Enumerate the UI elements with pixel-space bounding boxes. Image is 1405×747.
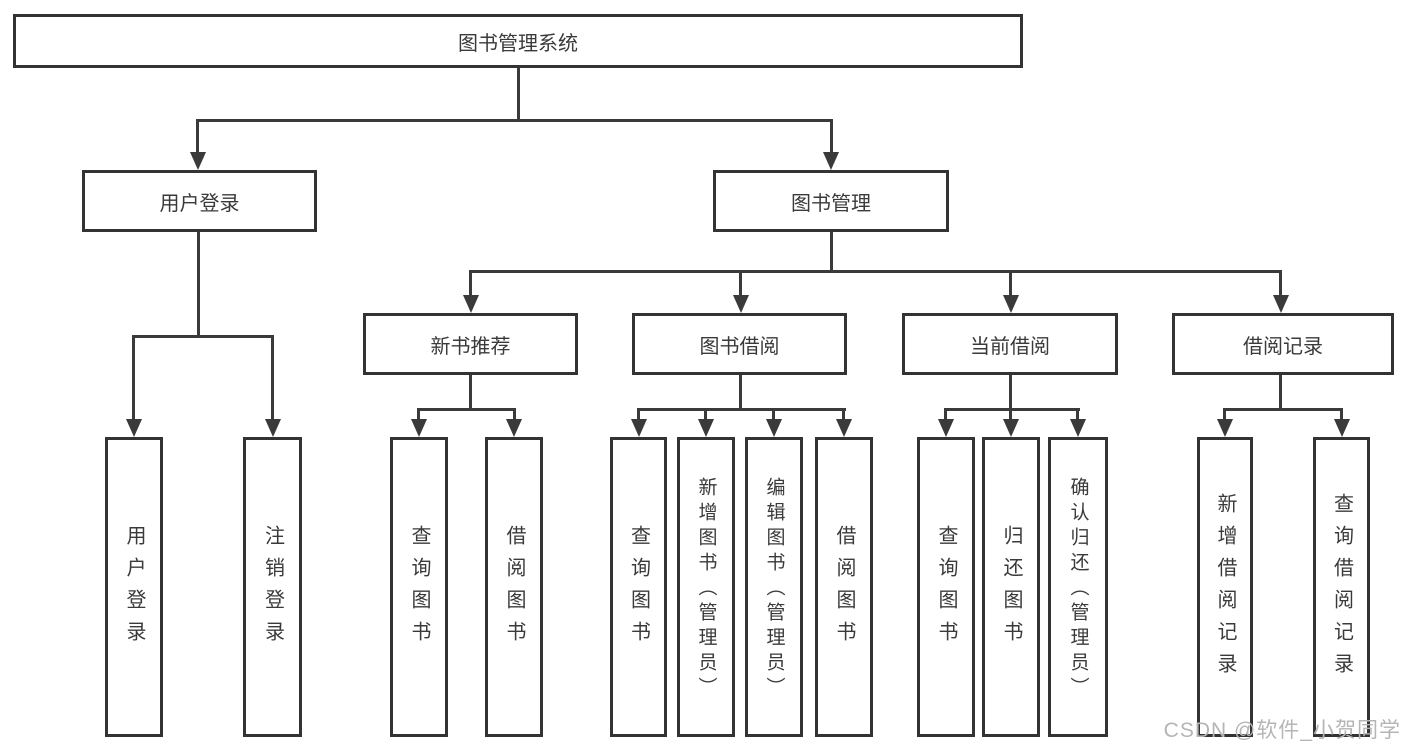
connector-line (132, 335, 135, 419)
leaf-bb-edit-books-admin-label: 编辑图书（管理员） (763, 476, 785, 702)
connector-book-borrow-stem (739, 375, 742, 411)
leaf-logout: 注销登录 (243, 437, 302, 737)
arrow-down-icon (1003, 419, 1019, 437)
arrow-down-icon (1334, 419, 1350, 437)
connector-line (1340, 408, 1343, 419)
leaf-bb-query-books: 查询图书 (610, 437, 667, 737)
leaf-cb-query-books: 查询图书 (917, 437, 975, 737)
node-current-borrow-label: 当前借阅 (970, 335, 1050, 358)
connector-line (772, 408, 775, 419)
node-current-borrow: 当前借阅 (902, 313, 1118, 375)
node-borrow-records-label: 借阅记录 (1243, 335, 1323, 358)
node-book-management-label: 图书管理 (791, 192, 871, 215)
connector-root-bar (196, 119, 833, 122)
connector-borrow-records-bar (1223, 408, 1343, 411)
arrow-down-icon (190, 152, 206, 170)
leaf-bb-query-books-label: 查询图书 (627, 525, 650, 653)
connector-book-management-bar (469, 270, 1282, 273)
node-book-borrow-label: 图书借阅 (699, 335, 780, 358)
leaf-nb-query-books: 查询图书 (390, 437, 448, 737)
connector-book-management-stem (830, 232, 833, 273)
leaf-bb-add-books-admin: 新增图书（管理员） (677, 437, 735, 737)
connector-current-borrow-stem (1009, 375, 1012, 411)
connector-line (1009, 270, 1012, 295)
connector-line (271, 335, 274, 419)
leaf-cb-query-books-label: 查询图书 (935, 525, 957, 653)
arrow-down-icon (733, 295, 749, 313)
leaf-user-login: 用户登录 (105, 437, 163, 737)
node-book-management: 图书管理 (713, 170, 949, 232)
arrow-down-icon (631, 419, 647, 437)
connector-line (1009, 408, 1012, 419)
connector-line (704, 408, 707, 419)
arrow-down-icon (411, 419, 427, 437)
arrow-down-icon (766, 419, 782, 437)
leaf-bb-edit-books-admin: 编辑图书（管理员） (745, 437, 803, 737)
arrow-down-icon (1217, 419, 1233, 437)
arrow-down-icon (836, 419, 852, 437)
leaf-br-add-record-label: 新增借阅记录 (1214, 493, 1236, 685)
connector-line (842, 408, 845, 419)
leaf-logout-label: 注销登录 (261, 525, 284, 653)
leaf-bb-borrow-books-label: 借阅图书 (833, 525, 855, 653)
arrow-down-icon (463, 295, 479, 313)
connector-line (513, 408, 516, 419)
connector-to-book-management (830, 119, 833, 152)
connector-new-book-bar (417, 408, 516, 411)
leaf-user-login-label: 用户登录 (123, 525, 145, 653)
arrow-down-icon (823, 152, 839, 170)
arrow-down-icon (1273, 295, 1289, 313)
node-root-label: 图书管理系统 (458, 32, 578, 55)
leaf-nb-query-books-label: 查询图书 (408, 525, 430, 653)
connector-line (1076, 408, 1079, 419)
node-new-book-recommend-label: 新书推荐 (430, 335, 511, 358)
arrow-down-icon (126, 419, 142, 437)
connector-root-stem (517, 68, 520, 122)
connector-line (944, 408, 947, 419)
node-borrow-records: 借阅记录 (1172, 313, 1394, 375)
arrow-down-icon (1003, 295, 1019, 313)
node-book-borrow: 图书借阅 (632, 313, 847, 375)
connector-user-login-bar (132, 335, 274, 338)
leaf-nb-borrow-books: 借阅图书 (485, 437, 543, 737)
leaf-cb-confirm-return-admin: 确认归还（管理员） (1048, 437, 1108, 737)
connector-line (637, 408, 640, 419)
leaf-cb-return-books: 归还图书 (982, 437, 1040, 737)
leaf-br-query-record-label: 查询借阅记录 (1330, 493, 1353, 685)
leaf-nb-borrow-books-label: 借阅图书 (503, 525, 525, 653)
connector-line (1279, 270, 1282, 295)
connector-user-login-stem (197, 232, 200, 338)
leaf-cb-return-books-label: 归还图书 (1000, 525, 1022, 653)
arrow-down-icon (698, 419, 714, 437)
connector-line (417, 408, 420, 419)
leaf-bb-borrow-books: 借阅图书 (815, 437, 873, 737)
connector-line (469, 270, 472, 295)
leaf-cb-confirm-return-admin-label: 确认归还（管理员） (1067, 476, 1089, 702)
leaf-br-add-record: 新增借阅记录 (1197, 437, 1253, 737)
leaf-br-query-record: 查询借阅记录 (1313, 437, 1370, 737)
arrow-down-icon (1070, 419, 1086, 437)
csdn-watermark: CSDN @软件_小贺同学 (1163, 719, 1401, 742)
node-root: 图书管理系统 (13, 14, 1023, 68)
arrow-down-icon (265, 419, 281, 437)
connector-to-user-login (196, 119, 199, 152)
leaf-bb-add-books-admin-label: 新增图书（管理员） (695, 476, 717, 702)
connector-book-borrow-bar (637, 408, 846, 411)
connector-borrow-records-stem (1279, 375, 1282, 411)
node-user-login-label: 用户登录 (159, 192, 240, 215)
node-new-book-recommend: 新书推荐 (363, 313, 578, 375)
node-user-login: 用户登录 (82, 170, 317, 232)
connector-line (739, 270, 742, 295)
connector-line (1223, 408, 1226, 419)
arrow-down-icon (506, 419, 522, 437)
arrow-down-icon (938, 419, 954, 437)
connector-current-borrow-bar (944, 408, 1080, 411)
connector-new-book-stem (469, 375, 472, 411)
